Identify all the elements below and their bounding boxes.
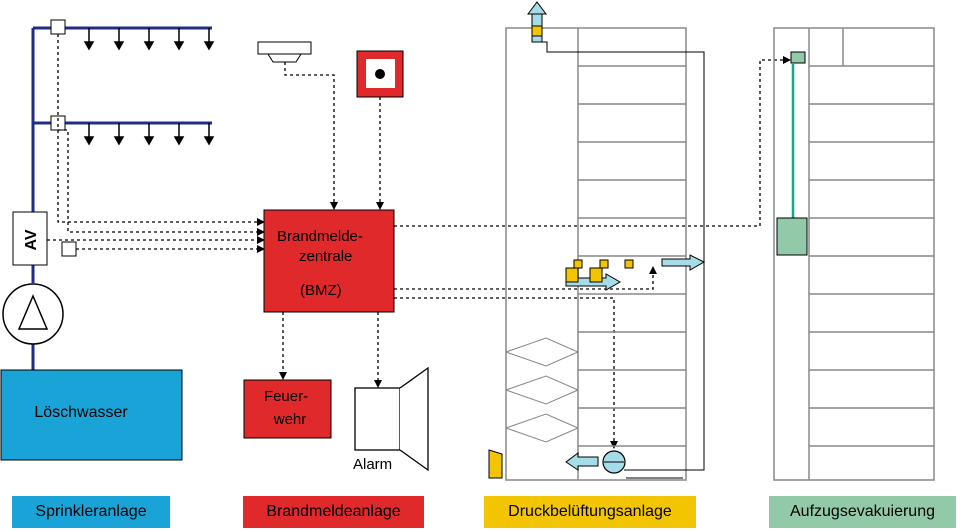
footer-brandmeldeanlage: Brandmeldeanlage [243,496,424,528]
av-valve-label: AV [23,229,40,250]
pressure-duct [541,41,705,479]
bmz-label-line1: Brandmelde- [277,228,363,245]
footer-sprinkleranlage: Sprinkleranlage [12,496,170,528]
elevator-cabin [776,217,808,256]
alarm-label: Alarm [353,456,392,473]
manual-call-point-icon [356,50,404,98]
alarm-siren-icon [354,366,429,472]
bmz-label-line2: zentrale [299,248,352,265]
exhaust-vent-icon [527,1,547,43]
flow-switch-upper [50,19,66,35]
bmz-label-line3: (BMZ) [300,282,342,299]
footer-druckbelueftungsanlage: Druckbelüftungsanlage [484,496,696,528]
feuerwehr-box [243,379,332,439]
av-valve-box [12,211,48,266]
feuerwehr-label-line1: Feuer- [264,388,308,405]
feuerwehr-label-line2: wehr [273,411,307,428]
sprinkler-signal-lines [47,34,265,253]
pressure-switch [61,241,77,257]
fire-alarm-system: Brandmelde- zentrale (BMZ) Feuer- wehr A… [243,41,429,473]
footer-aufzugsevakuierung: Aufzugsevakuierung [769,496,956,528]
air-arrows [565,254,706,471]
ventilation-fan-icon [602,450,626,474]
sprinkler-system: AV Löschwasser [0,19,215,461]
sprinkler-pump-icon [2,283,64,345]
pressure-dampers [488,259,634,479]
sprinkler-heads-lower [83,123,215,146]
pressure-ventilation-building [505,27,687,481]
smoke-detector-icon [257,41,312,63]
water-tank [0,369,183,461]
bmz-output-signal-lines [394,56,791,449]
elevator-building [773,27,935,481]
sprinkler-heads-upper [83,28,215,51]
elevator-car [776,51,808,256]
water-tank-label: Löschwasser [34,404,128,421]
elevator-machine [790,51,806,64]
bmz-box [263,209,395,313]
